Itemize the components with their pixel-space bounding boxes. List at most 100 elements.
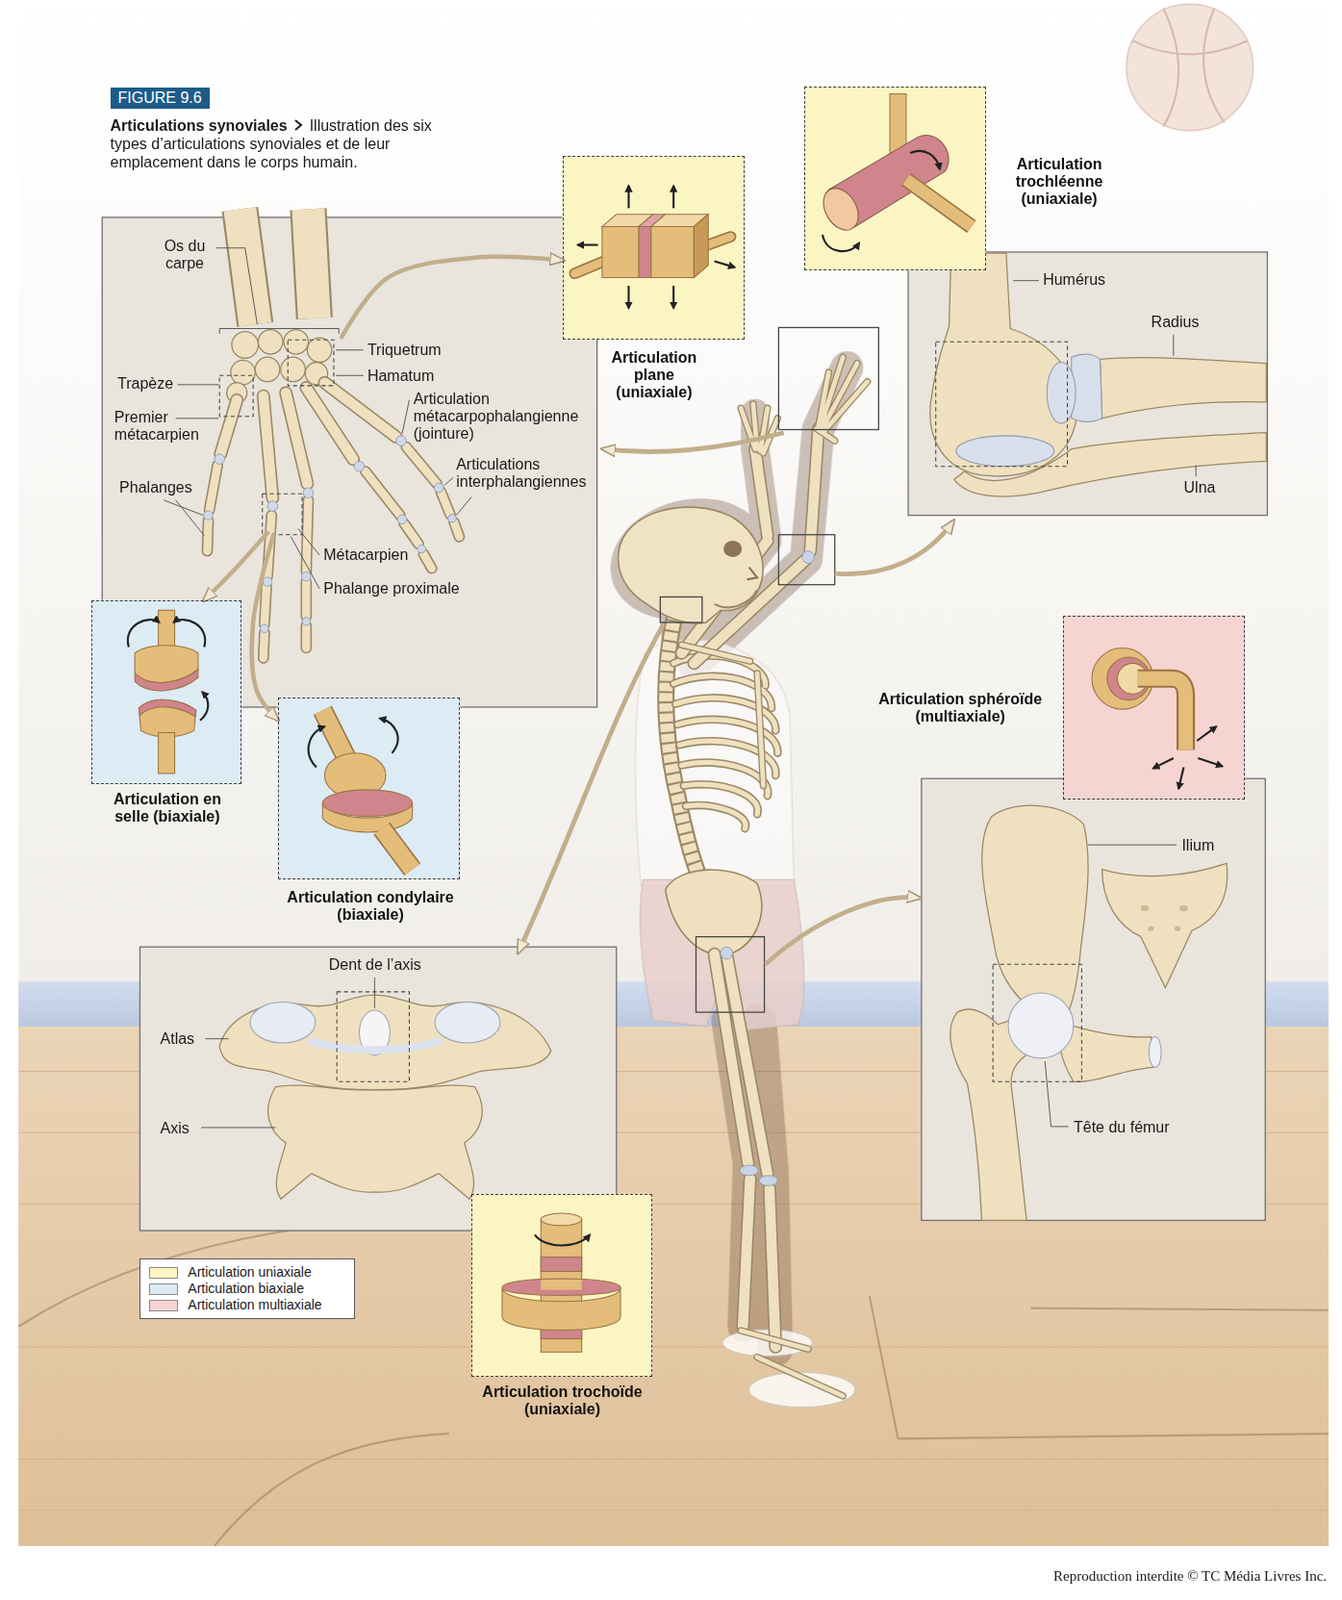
leader-lines-part: [176, 500, 205, 536]
hinge-joint-part: [822, 151, 940, 252]
atlas-panel-part: [250, 1001, 316, 1042]
hinge-joint: [804, 86, 987, 271]
court-lines-part: [869, 1295, 899, 1439]
part-label: Atlas: [160, 1030, 217, 1048]
pivot-joint-part: [471, 1193, 653, 1377]
hand-panel-part: [239, 208, 314, 325]
saddle-joint-part: [127, 619, 208, 721]
text-slot: Articulation sphéroïde (multiaxiale): [862, 690, 1058, 726]
ball-socket-joint-part: [1138, 678, 1187, 750]
hip-panel-part-part: [1088, 844, 1177, 846]
text-slot: Hamatum: [367, 367, 470, 385]
location-arrow: [341, 256, 562, 338]
text-slot: Premier métacarpien: [114, 408, 217, 444]
text-slot: Phalanges: [119, 479, 206, 497]
player-figure-part-part: [720, 946, 734, 960]
legend-row: Articulation multiaxiale: [149, 1296, 346, 1314]
atlas-panel-part: [268, 1085, 483, 1199]
elbow-panel-part: [1046, 362, 1076, 425]
pivot-joint-part: [540, 1279, 582, 1291]
atlas-panel-part-part: [204, 1038, 228, 1039]
part-label: Tête du fémur: [1073, 1118, 1207, 1137]
legend-text: Articulation uniaxiale: [187, 1264, 311, 1281]
detail-box-part: [287, 339, 334, 386]
detail-box-part: [262, 493, 303, 534]
text-slot: Triquetrum: [367, 341, 481, 359]
hip-panel: [921, 778, 1266, 1220]
hand-panel-part-part: [257, 329, 282, 355]
hand-panel-part-part: [260, 624, 269, 633]
plane-joint-part-part: [627, 185, 630, 208]
text-slot: Articulations interphalangiennes: [455, 455, 595, 491]
location-arrows-part-part: [603, 432, 785, 453]
part-label: Articulation métacarpophalangienne (join…: [413, 390, 596, 443]
illustration-panel: Dent de l’axisAtlasAxis: [139, 946, 616, 1231]
basketball-part: [1203, 7, 1225, 123]
ball-socket-joint-part: [1153, 726, 1223, 789]
gym-scene-part: [18, 0, 1329, 1546]
gym-scene-part-part: [18, 1458, 1329, 1460]
player-figure-part: [723, 540, 742, 558]
illustration-panel: HumérusRadiusUlna: [908, 252, 1267, 516]
pivot-joint-part: [502, 1278, 621, 1295]
hand-panel-part-part: [354, 460, 365, 472]
leader-lines-part: [219, 329, 339, 334]
court-lines: [18, 1218, 1329, 1546]
label-slot: FIGURE 9.6: [110, 87, 254, 109]
joint-type-box: Articulation trochoïde (uniaxiale): [471, 1193, 653, 1377]
plane-joint-part-part: [577, 243, 598, 246]
hand-panel-part-part: [448, 514, 456, 523]
hinge-joint-part: [804, 86, 987, 271]
chevron-shape: [295, 120, 302, 130]
hand-panel-part-part: [302, 571, 312, 582]
condylar-joint-part-part: [379, 718, 399, 754]
joint-type-box: Articulation condylaire (biaxiale): [278, 697, 461, 881]
ball-socket-joint-part-part: [1197, 758, 1222, 766]
label-slot: Reproduction interdite © TC Média Livres…: [979, 1567, 1327, 1585]
saddle-joint-part: [158, 733, 176, 774]
joint-type-label: Articulation en selle (biaxiale): [96, 790, 240, 826]
joint-type-box: Articulation en selle (biaxiale): [91, 600, 242, 785]
atlas-panel-part: [434, 1001, 501, 1042]
plane-joint-part-part: [602, 226, 639, 278]
hinge-joint-part: [816, 181, 866, 236]
saddle-joint-part: [158, 609, 176, 651]
text-slot: Tête du fémur: [1073, 1118, 1207, 1137]
hand-panel-part-part: [397, 514, 407, 525]
condylar-joint-part: [381, 828, 413, 869]
joint-type-label: Articulation trochléenne (uniaxiale): [991, 155, 1127, 208]
hand-panel-part-part: [254, 356, 279, 381]
basketball: [1126, 3, 1254, 131]
hip-panel-part: [1102, 862, 1228, 988]
copyright-note: Reproduction interdite © TC Média Livres…: [979, 1567, 1327, 1585]
plane-joint-part-part: [693, 214, 709, 279]
player-figure-part: [665, 869, 762, 956]
leader-lines-part: [444, 477, 455, 485]
saddle-joint-part: [134, 669, 199, 691]
text-slot: Trapèze: [117, 375, 189, 393]
hand-panel-part-part: [214, 454, 226, 465]
hinge-joint-part: [906, 179, 972, 228]
court-lines-part: [18, 1218, 472, 1327]
text-slot: Dent de l’axis: [316, 956, 434, 974]
legend-box: Articulation uniaxialeArticulation biaxi…: [139, 1258, 355, 1319]
legend-swatch: [149, 1299, 178, 1312]
elbow-panel-part: [954, 432, 1267, 497]
location-arrow: [252, 534, 279, 720]
elbow-panel-part-part: [1012, 279, 1039, 281]
part-label: Ulna: [1184, 479, 1246, 497]
atlas-panel-part: [336, 991, 409, 1082]
condylar-joint-part: [381, 828, 413, 869]
hand-panel-part-part: [306, 337, 331, 362]
part-label: Articulations interphalangiennes: [455, 455, 595, 491]
joint-type-label: Articulation condylaire (biaxiale): [268, 888, 473, 924]
plane-joint-part-part: [672, 185, 675, 208]
atlas-panel-part: [307, 1040, 442, 1051]
hand-panel-part: [206, 447, 459, 659]
plane-joint: [562, 155, 746, 340]
leader-lines-part: [298, 528, 320, 556]
hip-panel-part: [982, 805, 1089, 1023]
saddle-joint-part-part: [173, 619, 205, 647]
hand-panel-part-part: [396, 435, 407, 447]
